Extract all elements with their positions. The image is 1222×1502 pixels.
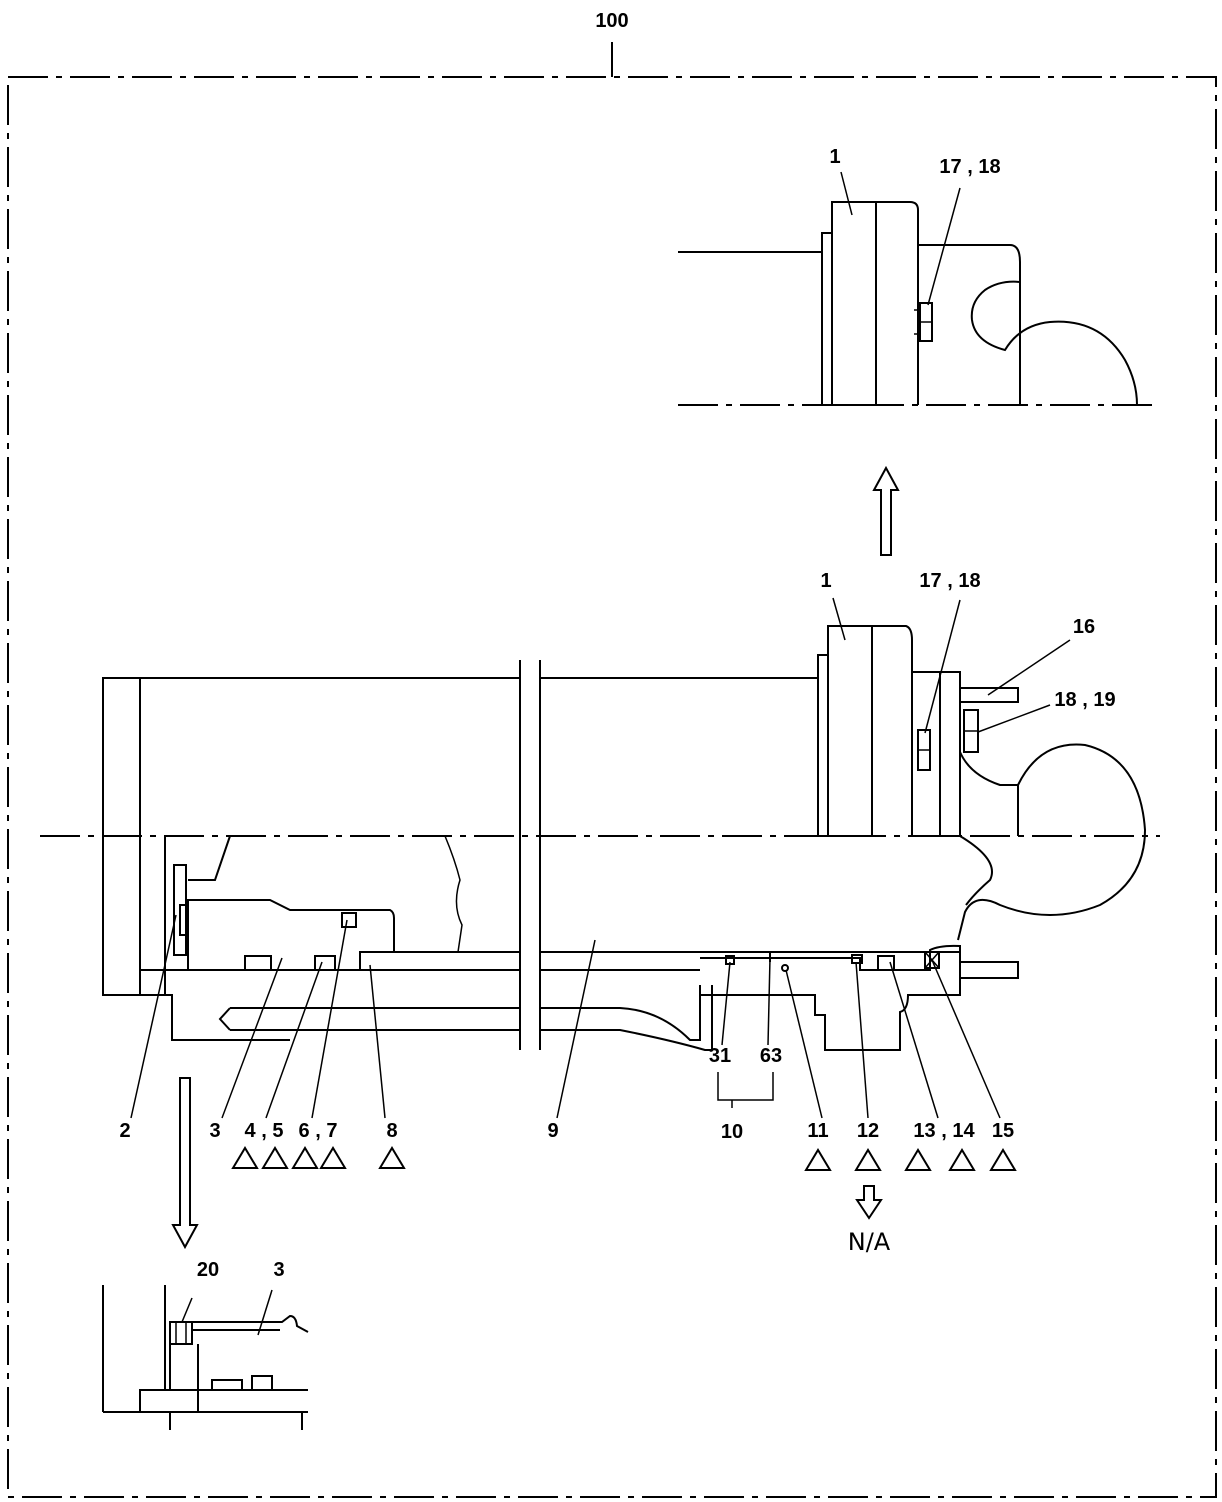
assembly-frame: 100 (7, 10, 1217, 1498)
label-12: 12 (857, 1120, 879, 1142)
triangle-icon (854, 1148, 882, 1171)
label-3-bottom: 3 (273, 1259, 284, 1281)
triangle-icon (948, 1148, 976, 1171)
triangle-icon (378, 1146, 406, 1169)
arrow-down-icon (855, 1185, 883, 1220)
assembly-number: 100 (595, 10, 628, 32)
not-applicable-label: N/A (848, 1228, 891, 1256)
label-3: 3 (209, 1120, 220, 1142)
label-6-7: 6 , 7 (299, 1120, 338, 1142)
label-15: 15 (992, 1120, 1014, 1142)
detail-view-bottom: 20 3 (102, 1259, 309, 1430)
label-1-main: 1 (820, 570, 831, 592)
label-31: 31 (709, 1045, 731, 1067)
label-8: 8 (386, 1120, 397, 1142)
label-63: 63 (760, 1045, 782, 1067)
label-4-5: 4 , 5 (245, 1120, 284, 1142)
arrow-up-icon (872, 465, 900, 556)
label-17-18-main: 17 , 18 (919, 570, 980, 592)
label-13-14: 13 , 14 (913, 1120, 975, 1142)
label-10: 10 (721, 1121, 743, 1143)
label-16: 16 (1073, 616, 1095, 638)
label-2: 2 (119, 1120, 130, 1142)
triangle-icon-group (231, 1146, 1017, 1171)
triangle-icon (904, 1148, 932, 1171)
label-11: 11 (807, 1120, 828, 1142)
arrow-down-icon (171, 1077, 199, 1250)
triangle-icon (231, 1146, 259, 1169)
triangle-icon (319, 1146, 347, 1169)
label-9: 9 (547, 1120, 558, 1142)
label-17-18-top: 17 , 18 (939, 156, 1000, 178)
triangle-icon (261, 1146, 289, 1169)
label-1-top: 1 (829, 146, 840, 168)
triangle-icon (804, 1148, 832, 1171)
triangle-icon (291, 1146, 319, 1169)
label-18-19: 18 , 19 (1054, 689, 1115, 711)
label-20: 20 (197, 1259, 219, 1281)
main-section-view: 1 17 , 18 16 18 , 19 2 3 4 , 5 6 , 7 8 9… (40, 570, 1160, 1256)
triangle-icon (989, 1148, 1017, 1171)
detail-view-top: 1 17 , 18 (678, 146, 1160, 406)
